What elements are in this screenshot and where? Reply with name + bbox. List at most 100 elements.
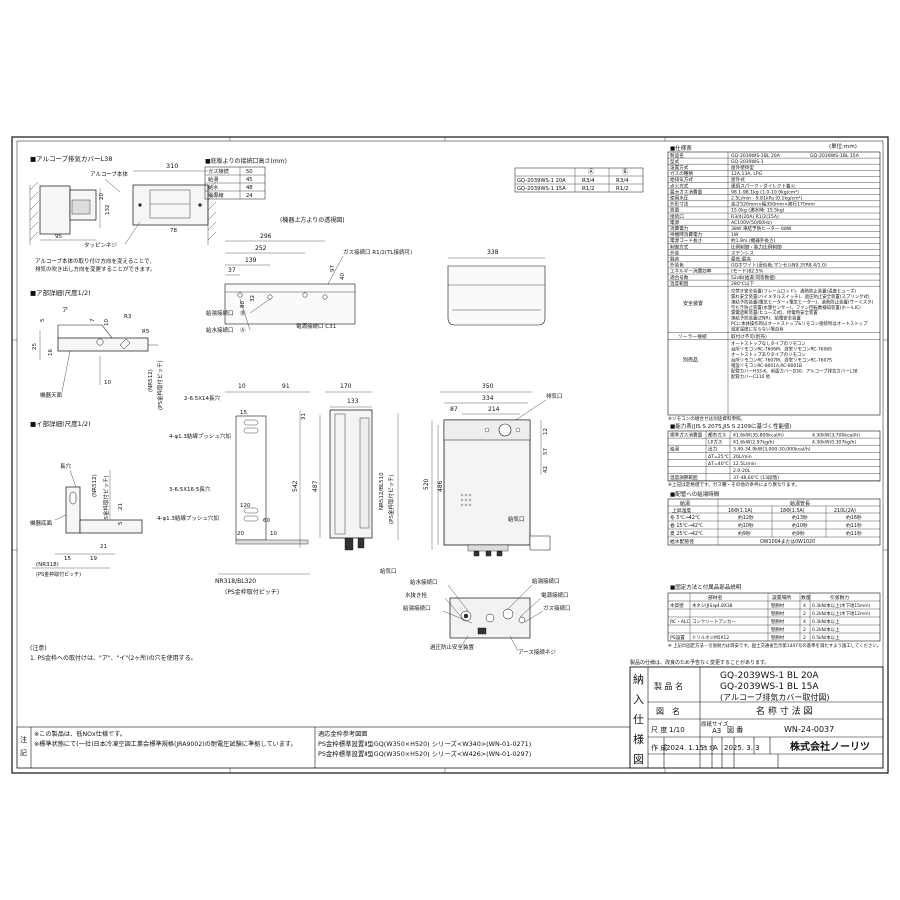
piping-water-value: OW1004または0W1020 [760, 539, 815, 545]
pp-r1-3: 約11秒 [846, 522, 862, 529]
piping-col2: 18Φ(1.5A) [780, 508, 805, 514]
detail-i-d21b: 21 [100, 544, 107, 550]
spec-option-line: 台所リモコンRC-7606M、浴室リモコンRC-7606S [731, 345, 832, 352]
top-d252: 252 [255, 245, 267, 252]
spec-option-line: オートストップなしタイプのリモコン [731, 340, 806, 347]
spec-row-value: 約1.8m (機器外長さ) [731, 237, 776, 244]
side-d120: 120 [240, 503, 251, 509]
detail-a-d10b: 10 [104, 380, 111, 386]
tb-shi: 仕 [633, 713, 644, 726]
side-ps: (PS金枠取付ピッチ) [387, 474, 395, 524]
alcove-cover-section: ■アルコーブ排気カバーL38 310 アルコーブ本体 20 132 95 78 [29, 154, 217, 273]
capacity-row-key: 温度調節範囲 [670, 474, 698, 481]
front-d42: 42 [543, 466, 549, 473]
spec-row-value: 高さ520mm×幅350mm×奥行170mm [731, 201, 815, 208]
spec-safety-line: 漏電遮断装置(ヒューズ式)、停電時安全装置 [731, 309, 818, 316]
side-d133: 133 [347, 398, 359, 405]
detail-a-d10: 10 [104, 319, 110, 326]
capacity-row-sub: ΔT=25℃ [708, 454, 729, 460]
alcove-title: ■アルコーブ排気カバーL38 [30, 154, 112, 163]
spec-row-value: 最低:最高 [731, 256, 751, 263]
unit-label: (単位:mm) [829, 142, 857, 150]
spec-option-line: 配管カバーC110 他 [731, 373, 771, 380]
side-d10: 10 [238, 383, 246, 390]
spec-row-value: 98.1-98.1kg (1.0-10.0kg/cm²) [731, 189, 799, 195]
capacity-title: ■能力表(JIS S 2075,JIS S 2109に基づく性能値) [670, 422, 792, 430]
title-block: 製品の仕様は、改良のため予告なく変更することがあります。 納 入 仕 様 図 製… [629, 659, 884, 769]
outer-border [11, 136, 889, 774]
fitting-row-strength: 0.5kN/本以上 [812, 634, 840, 641]
pp-r2-0: 夏 25℃→42℃ [670, 531, 704, 537]
tb-revised-label: 改 訂 [702, 744, 715, 752]
spec-safety-line: PCに本体操作時はオートストップ&リモコン接続時はオートストップ [731, 320, 868, 327]
conn-r1-a: R1/2 [582, 186, 595, 192]
top-d139: 139 [245, 257, 257, 264]
side-d10b: 10 [270, 531, 277, 537]
capacity-row-sub: 都市ガス [708, 432, 727, 439]
notes-section: 注 記 ※この製品は、低NOx仕様です。 ※標準状態にて(一社)日本冷凍空調工業… [16, 726, 631, 769]
pp-r0-3: 約16秒 [846, 514, 862, 521]
spec-row-key: 点火方式 [670, 182, 689, 189]
fitting-row-location: 壁胴材 [771, 626, 785, 633]
spec-row-value: R3/4(20A) R1/2(15A) [731, 214, 779, 220]
fitting-row-strength: 0.2kN/本以上 [812, 626, 840, 633]
front-d87: 87 [450, 406, 458, 413]
spec-row-key: 設置方式 [670, 164, 689, 171]
capacity-row-value: 41.6kW(2.97kg/h) [733, 440, 774, 446]
capacity-row-value: 41.6kW(35,800kcal/h) [733, 433, 784, 439]
pp-r2-2: 約9秒 [792, 530, 805, 537]
notes-line2: ※標準状態にて(一社)日本冷凍空調工業会標準規格(JRA9002)の耐電圧試験に… [34, 740, 297, 748]
tb-nou: 納 [633, 673, 644, 686]
fit-h2: 設置場所 [772, 594, 791, 601]
spec-row-value: 屋外式 [731, 176, 745, 183]
detail-a-d25: 25 [32, 343, 38, 350]
pp-r1-1: 約10秒 [738, 522, 754, 529]
tb-scale-label: 尺 度 [651, 725, 667, 734]
spec-row-key: 質量 [670, 207, 680, 214]
spec-row-value: 12A,13A, LPG [731, 171, 763, 177]
spec-row-value: 15.0kg (満水時: 15.5kg) [731, 207, 785, 214]
ht-r1-k: 給湯 [208, 175, 218, 183]
front-d350: 350 [482, 383, 494, 390]
capacity-row-key: 標準ガス消費量 [670, 432, 703, 439]
detail-i-title: ■イ部詳細(尺度1/2) [30, 419, 91, 428]
side-hole1: 2-6.5X14長穴 [184, 394, 220, 402]
ht-r0-k: ガス接続 [208, 167, 230, 175]
top-cold-label: 給水接続口 [206, 326, 234, 334]
spec-safety-label: 安全装置 [683, 300, 703, 307]
side-view-section: 10 91 170 133 2-6.5X14長穴 15 45 85 4-φ1.3… [157, 383, 399, 596]
fitting-row-place: RC・ALC [670, 619, 690, 625]
front-d214: 214 [488, 406, 500, 413]
capacity-section: ■能力表(JIS S 2075,JIS S 2109に基づく性能値) 標準ガス消… [667, 422, 881, 488]
tb-revised: A [713, 744, 718, 752]
fitting-row-part: コンクリートアンカー [692, 619, 736, 625]
tb-paper-value: A3 [712, 727, 721, 735]
ht-r3-k: 電源線 [208, 191, 224, 199]
alcove-note1: アルコーブ本体の取り付け方向を変えることで、 [35, 257, 155, 265]
fit-h3: 数量 [801, 594, 811, 601]
fitting-row-location: 壁胴材 [771, 610, 785, 617]
capacity-row-sub: LPガス [708, 439, 723, 446]
detail-a-top-label: 機器天面 [40, 391, 63, 399]
detail-a-r5: R5 [142, 329, 150, 335]
spec-row-value: AC100V(50/60Hz) [731, 220, 772, 226]
fitting-title: ■固定方法と付属品部品説明 [670, 583, 742, 591]
front-view-section: 350 334 214 87 排気口 520 486 12 57 42 給気口 [423, 383, 563, 557]
piping-water: 給水配管径 [670, 538, 694, 545]
spec-row-key: 待機時消費電力 [670, 231, 703, 238]
alcove-d310: 310 [166, 162, 178, 170]
piping-title: ■配管への給湯時間 [670, 490, 720, 498]
spec-row-value-2: GQ-2039WS-1BL 15A [810, 153, 860, 159]
front-exhaust: 排気口 [546, 392, 563, 400]
pp-r1-0: 春 15℃→42℃ [670, 522, 704, 529]
spec-safety-line: 設定温度にならない場合有 [731, 325, 784, 332]
detail-i-ps2: (PS金枠取付ピッチ) [36, 571, 81, 578]
spec-solar: 取付け不可(別売) [731, 333, 767, 340]
spec-safety-line: 空焚き安全装置(フレームロッド)、過熱防止装置(温度ヒューズ) [731, 288, 856, 295]
spec-option-line: 増設リモコンRC-8001A,RC-8001B [731, 362, 802, 369]
spec-row-key: 電源 [670, 219, 680, 226]
fitting-row-location: 壁胴材 [771, 602, 785, 609]
spec-option-line: 台所リモコンRC-7607M、浴室リモコンRC-7607S [731, 356, 832, 363]
ht-r0-v: 50 [246, 169, 253, 175]
spec-row-value: (モード)82.5% [731, 269, 764, 275]
